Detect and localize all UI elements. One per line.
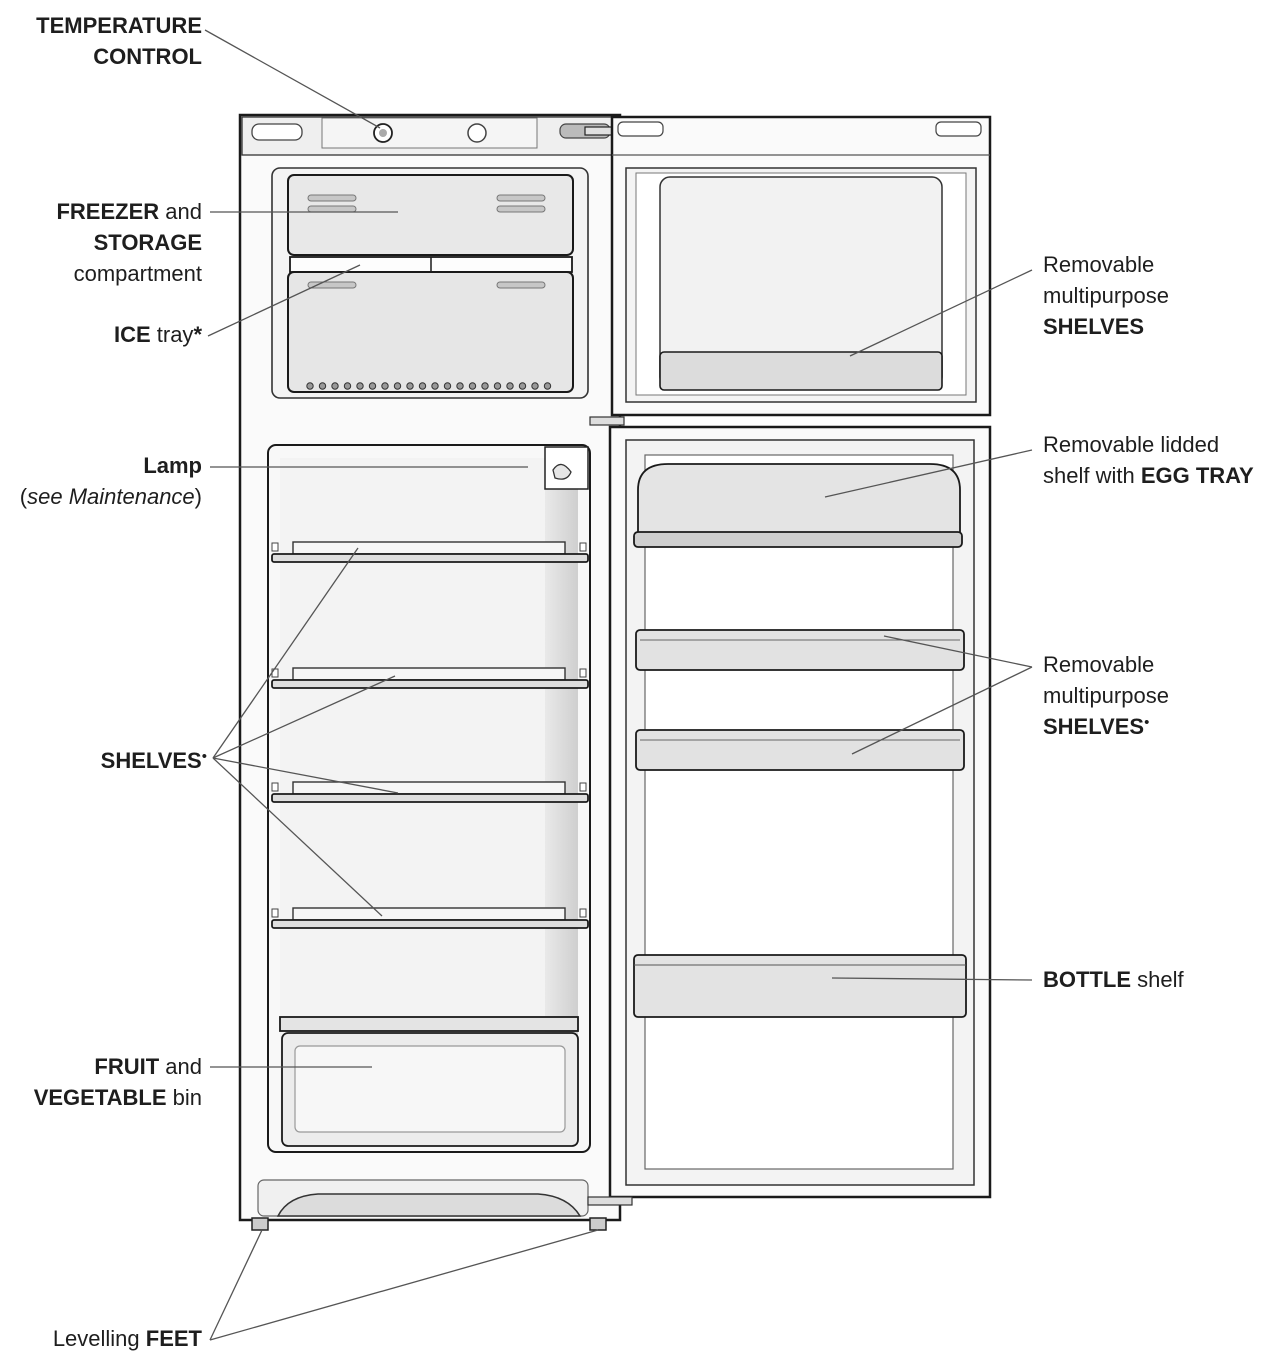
freezer-door-shelf[interactable] [659,351,943,391]
fruit-vegetable-bin[interactable] [279,1016,579,1147]
label-freezer-door-shelves: Removable multipurpose SHELVES [1043,252,1169,339]
door-shelf[interactable] [635,629,965,671]
label-door-shelves: Removable multipurpose SHELVES• [1043,652,1169,739]
bottle-shelf[interactable] [633,954,967,1018]
fridge-shelves [271,541,589,929]
vent-hole [318,382,327,390]
vent-hole [381,382,389,390]
vent-hole [543,382,552,390]
vent-hole [518,382,527,390]
lamp [544,446,589,490]
label-fruit-vegetable-bin: FRUIT and VEGETABLE bin [33,1054,202,1110]
fridge-shelf[interactable] [271,907,589,929]
freezer-compartment [271,167,589,399]
fridge-shelf[interactable] [271,667,589,689]
vent-hole [456,382,464,390]
fridge-base [257,1179,589,1217]
label-egg-tray: Removable lidded shelf with EGG TRAY [1043,432,1254,488]
door-shelf[interactable] [635,729,965,771]
label-levelling-feet: Levelling FEET [52,1326,202,1351]
fridge-shelf[interactable] [271,781,589,803]
label-ice-tray: ICE tray* [113,322,202,347]
vent-hole [343,382,352,390]
leader-lines [204,29,1033,1341]
vent-hole [368,382,377,390]
vent-hole [406,382,414,390]
vent-hole [481,382,489,390]
egg-tray-shelf[interactable] [633,463,963,548]
vent-hole [493,382,502,390]
vent-hole [468,382,477,390]
vent-hole [431,382,439,390]
left-foot[interactable] [251,1217,269,1231]
freezer-vent-row [306,382,552,390]
label-temperature-control: TEMPERATURE CONTROL [36,13,202,69]
vent-hole [356,382,364,390]
freezer-door[interactable] [610,115,992,417]
fridge-body [238,113,651,1231]
label-lamp: Lamp (see Maintenance) [19,453,202,509]
temperature-dial-icon[interactable] [373,123,393,143]
fridge-door[interactable] [587,425,992,1206]
label-bottle-shelf: BOTTLE shelf [1043,967,1184,992]
fridge-compartment [267,444,591,1153]
label-shelves-left: SHELVES• [100,748,207,773]
vent-hole [443,382,452,390]
vent-hole [418,382,427,390]
fridge-shelf[interactable] [271,541,589,563]
vent-hole [506,382,514,390]
right-foot[interactable] [589,1217,607,1231]
vent-hole [331,382,339,390]
vent-hole [306,382,314,390]
label-freezer-compartment: FREEZER and STORAGE compartment [56,199,202,286]
vent-hole [393,382,402,390]
vent-hole [531,382,539,390]
